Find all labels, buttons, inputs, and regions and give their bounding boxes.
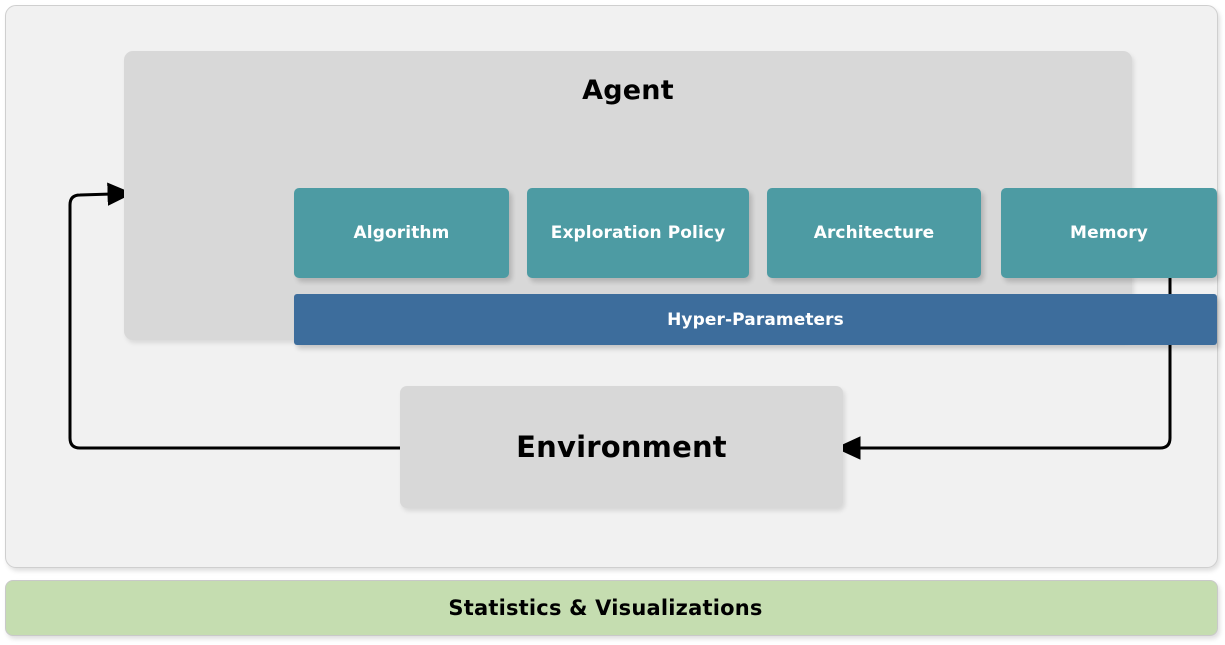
statistics-visualizations-bar[interactable]: Statistics & Visualizations: [5, 580, 1218, 636]
agent-component-algorithm[interactable]: Algorithm: [294, 188, 509, 278]
environment-container[interactable]: Environment: [400, 386, 843, 508]
agent-container: Agent Algorithm Exploration Policy Archi…: [124, 51, 1217, 345]
agent-title: Agent: [582, 75, 674, 106]
agent-component-exploration-policy[interactable]: Exploration Policy: [527, 188, 749, 278]
agent-component-label: Algorithm: [353, 223, 450, 243]
agent-component-memory[interactable]: Memory: [1001, 188, 1217, 278]
agent-component-label: Exploration Policy: [550, 223, 726, 243]
agent-component-label: Architecture: [813, 223, 935, 243]
hyper-parameters-label: Hyper-Parameters: [667, 309, 844, 330]
agent-component-architecture[interactable]: Architecture: [767, 188, 981, 278]
environment-label: Environment: [516, 430, 727, 464]
hyper-parameters-bar[interactable]: Hyper-Parameters: [294, 294, 1217, 345]
agent-component-label: Memory: [1070, 223, 1148, 243]
statistics-visualizations-label: Statistics & Visualizations: [448, 596, 763, 620]
